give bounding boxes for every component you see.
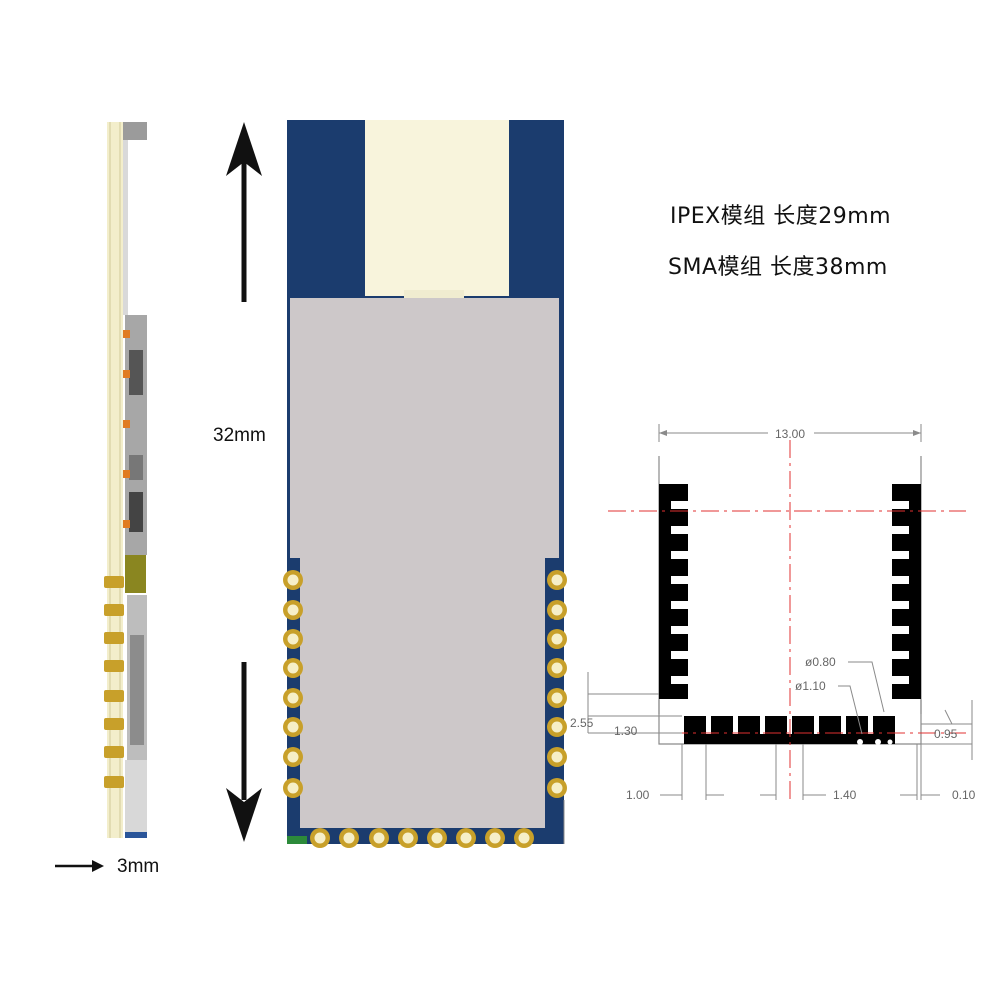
length-arrow-up [226, 122, 262, 302]
pitch-100-label: 1.00 [626, 788, 650, 802]
length-arrow-down [226, 662, 262, 842]
right-castellated-pads [547, 570, 567, 798]
module-top-view [283, 120, 567, 848]
footprint-right-pads [892, 484, 921, 699]
height-095-label: 0.95 [934, 727, 958, 741]
footprint-drawing: 13.00 [570, 424, 976, 802]
shield-edge [123, 122, 147, 140]
length-label: 32mm [213, 425, 266, 446]
board-edge [107, 122, 123, 838]
crystal [125, 555, 146, 593]
left-castellated-pads [283, 570, 303, 798]
footprint-bottom-pads [684, 716, 895, 744]
chip [129, 350, 143, 395]
gap-010-label: 0.10 [952, 788, 976, 802]
height-130-label: 1.30 [614, 724, 638, 738]
diameter-small-label: ø0.80 [805, 655, 836, 669]
ipex-spec: IPEX模组 长度29mm [670, 204, 892, 229]
shield-can [290, 298, 559, 828]
diameter-large-label: ø1.10 [795, 679, 826, 693]
pitch-140-label: 1.40 [833, 788, 857, 802]
height-255-label: 2.55 [570, 716, 594, 730]
side-pads [104, 576, 124, 788]
antenna-area [365, 120, 509, 296]
sma-spec: SMA模组 长度38mm [668, 255, 888, 280]
footprint-vias [857, 739, 893, 745]
footprint-left-pads [659, 484, 688, 699]
thickness-label: 3mm [117, 856, 160, 877]
width-label: 13.00 [775, 427, 805, 441]
bottom-castellated-pads [310, 828, 534, 848]
